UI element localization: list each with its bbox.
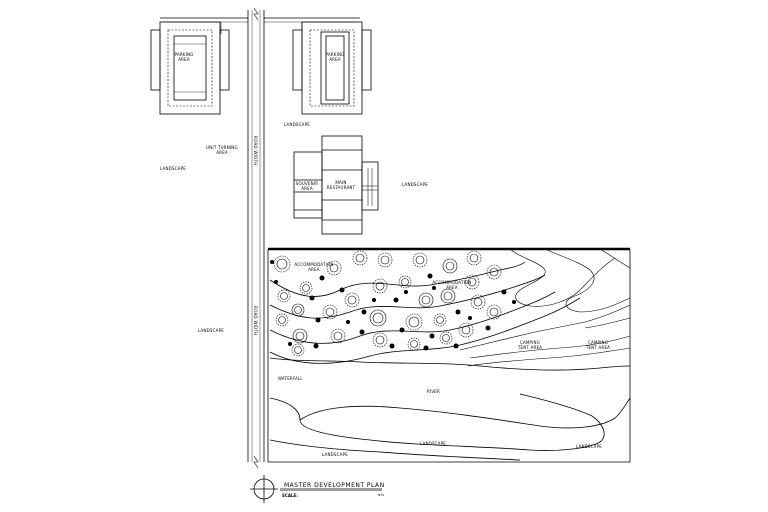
site-boundary xyxy=(267,247,631,463)
tree xyxy=(273,255,291,273)
tree xyxy=(352,250,368,266)
river-label: RIVER xyxy=(427,389,441,394)
shrubs xyxy=(270,260,516,351)
landscape-label-left-mid: LANDSCAPE xyxy=(198,328,224,333)
scale-value: NTS xyxy=(378,493,384,497)
tree xyxy=(466,250,482,266)
restaurant-complex xyxy=(293,135,379,235)
landscape-label-bottom-2: LANDSCAPE xyxy=(576,444,602,449)
tree xyxy=(464,274,480,290)
landscape-label-right: LANDSCAPE xyxy=(402,182,428,187)
landscape-label-bottom-1: LANDSCAPE xyxy=(420,441,446,446)
trees xyxy=(273,250,502,357)
river xyxy=(269,357,631,461)
title-block xyxy=(250,475,382,503)
tree xyxy=(326,260,342,276)
camping-tent-area-label-1: CAMPING TENT AREA xyxy=(517,340,543,350)
drawing-title: MASTER DEVELOPMENT PLAN xyxy=(284,482,385,489)
tree xyxy=(291,343,305,357)
main-restaurant-label: MAIN RESTAURANT xyxy=(326,180,356,190)
tree xyxy=(433,313,447,327)
tree xyxy=(398,275,412,289)
tree xyxy=(322,304,338,320)
parking-area-left-label: PARKING AREA xyxy=(174,52,194,62)
tree xyxy=(330,328,346,344)
parking-area-right xyxy=(292,21,372,115)
accommodation-area-label-1: ACCOMMODATION AREA xyxy=(294,262,334,272)
tree xyxy=(458,322,474,338)
landscape-label-top-right: LANDSCAPE xyxy=(284,122,310,127)
tree xyxy=(486,304,502,320)
terrain-contours xyxy=(459,248,631,367)
tree xyxy=(412,252,428,268)
parking-area-right-label: PARKING AREA xyxy=(325,52,345,62)
souvenir-area-label: SOUVENIR AREA xyxy=(295,181,319,191)
tree xyxy=(405,313,423,331)
tree xyxy=(407,337,421,351)
tree xyxy=(418,292,434,308)
tree xyxy=(439,331,453,345)
camping-tent-area-label-2: CAMPING TENT AREA xyxy=(585,340,611,350)
tree xyxy=(291,303,305,317)
scale-label: SCALE: xyxy=(282,493,298,498)
tree xyxy=(275,313,289,327)
tree xyxy=(292,328,308,344)
landscape-label-bottom-3: LANDSCAPE xyxy=(322,452,348,457)
waterfall-label: WATERFALL xyxy=(278,376,303,381)
parking-area-left xyxy=(150,21,230,115)
accommodation-area-label-2: ACCOMMODATION AREA xyxy=(432,280,472,290)
road-width-label-lower: ROAD WIDTH xyxy=(253,306,258,336)
tree xyxy=(369,309,387,327)
tree xyxy=(486,264,502,280)
unit-turning-area-label: UNIT TURNING AREA xyxy=(206,145,238,155)
tree xyxy=(277,289,291,303)
tree xyxy=(372,278,388,294)
tree xyxy=(470,294,486,310)
tree xyxy=(299,281,313,295)
tree xyxy=(344,292,360,308)
tree xyxy=(442,258,458,274)
tree xyxy=(377,252,393,268)
tree xyxy=(440,288,456,304)
main-road xyxy=(160,7,360,469)
road-width-label-upper: ROAD WIDTH xyxy=(253,136,258,166)
landscape-label-left-top: LANDSCAPE xyxy=(160,166,186,171)
tree xyxy=(372,332,388,348)
